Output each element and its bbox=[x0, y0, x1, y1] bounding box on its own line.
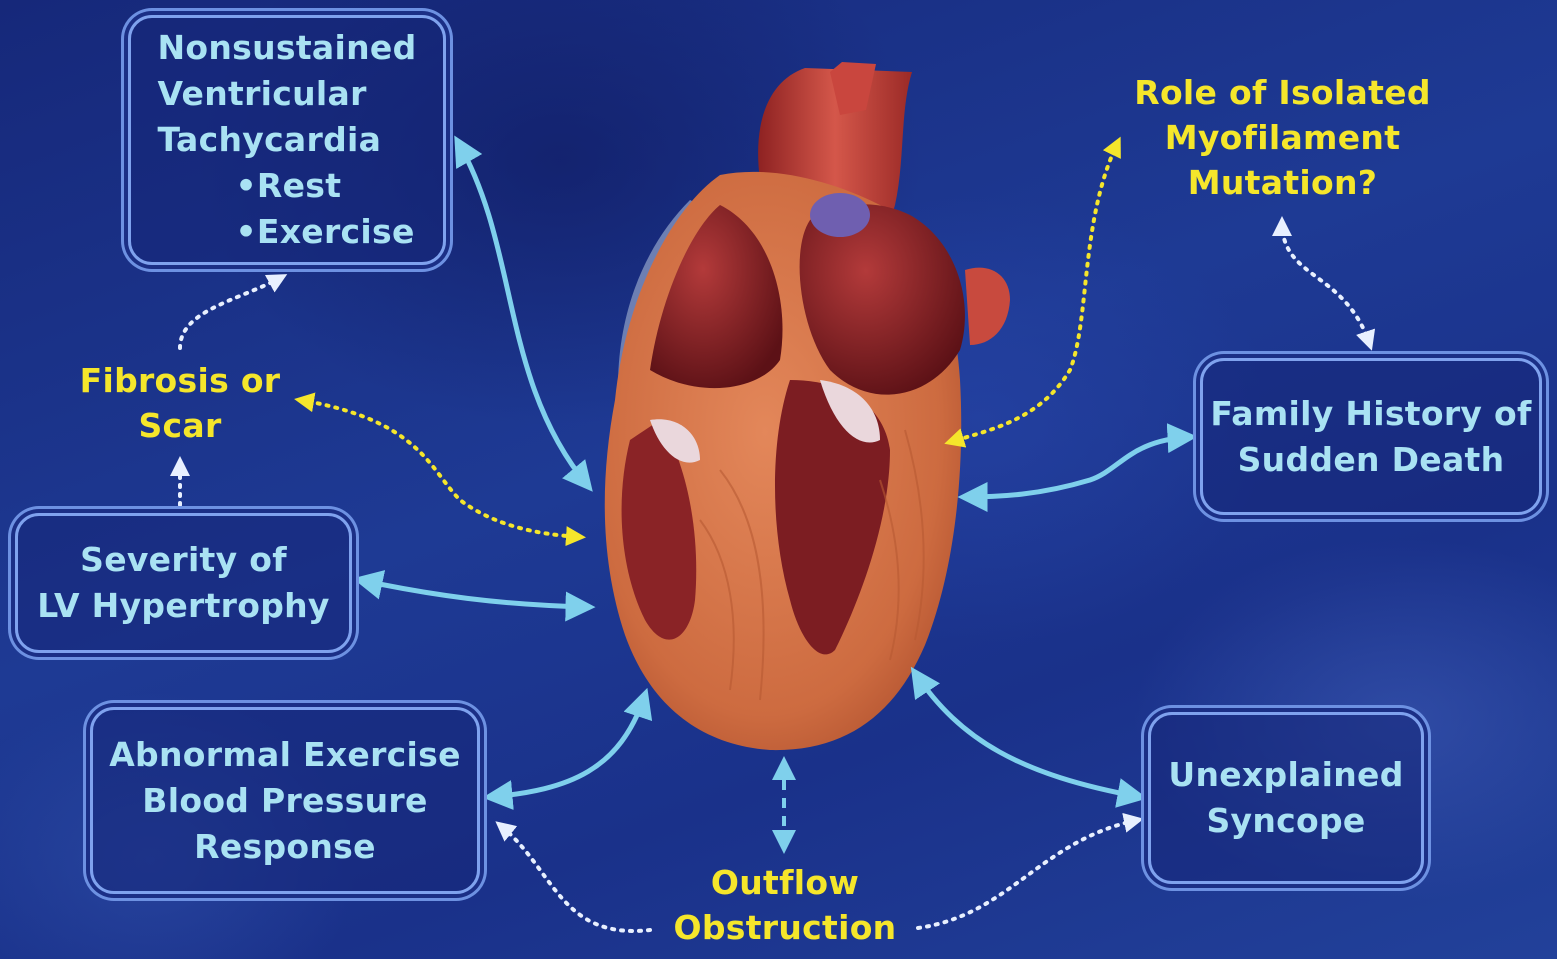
nsvt-title-line: Nonsustained bbox=[157, 25, 416, 71]
exercise-bp-line: Blood Pressure bbox=[109, 778, 461, 824]
myofilament-line: Myofilament bbox=[1110, 115, 1455, 160]
family-history-line: Family History of bbox=[1210, 391, 1531, 437]
lvh-line: Severity of bbox=[37, 537, 329, 583]
label-myofilament: Role of Isolated Myofilament Mutation? bbox=[1110, 70, 1455, 205]
family-history-line: Sudden Death bbox=[1210, 437, 1531, 483]
exercise-bp-text: Abnormal Exercise Blood Pressure Respons… bbox=[109, 732, 461, 870]
box-nsvt: Nonsustained Ventricular Tachycardia •Re… bbox=[128, 15, 446, 265]
nsvt-sub-item: •Exercise bbox=[157, 209, 416, 255]
arrow-outflow-syncope bbox=[918, 820, 1138, 928]
label-fibrosis: Fibrosis or Scar bbox=[50, 358, 310, 448]
nsvt-text: Nonsustained Ventricular Tachycardia •Re… bbox=[157, 25, 416, 255]
box-syncope: Unexplained Syncope bbox=[1148, 712, 1424, 884]
syncope-line: Unexplained bbox=[1168, 752, 1403, 798]
heart-illustration bbox=[605, 62, 1010, 750]
syncope-text: Unexplained Syncope bbox=[1168, 752, 1403, 844]
nsvt-title-line: Ventricular bbox=[157, 71, 416, 117]
outflow-line: Obstruction bbox=[640, 905, 930, 950]
nsvt-sub-item: •Rest bbox=[157, 163, 416, 209]
syncope-line: Syncope bbox=[1168, 798, 1403, 844]
box-exercise-bp: Abnormal Exercise Blood Pressure Respons… bbox=[90, 707, 480, 894]
pulmonary-vessel bbox=[965, 268, 1010, 345]
arrow-nsvt-heart bbox=[458, 142, 588, 486]
arrow-fibrosis-to-nsvt bbox=[180, 277, 282, 348]
lvh-line: LV Hypertrophy bbox=[37, 583, 329, 629]
myofilament-line: Role of Isolated bbox=[1110, 70, 1455, 115]
arrow-fibrosis-heart bbox=[300, 400, 580, 537]
arrow-myofilament-family bbox=[1282, 222, 1370, 345]
arrow-outflow-exercise-bp bbox=[500, 825, 650, 931]
exercise-bp-line: Response bbox=[109, 824, 461, 870]
box-lvh: Severity of LV Hypertrophy bbox=[15, 513, 352, 653]
label-outflow: Outflow Obstruction bbox=[640, 860, 930, 950]
fibrosis-line: Scar bbox=[50, 403, 310, 448]
exercise-bp-line: Abnormal Exercise bbox=[109, 732, 461, 778]
myofilament-line: Mutation? bbox=[1110, 160, 1455, 205]
arrow-family-history-heart bbox=[965, 437, 1190, 497]
valve-pocket bbox=[810, 193, 870, 237]
box-family-history: Family History of Sudden Death bbox=[1200, 358, 1542, 515]
lvh-text: Severity of LV Hypertrophy bbox=[37, 537, 329, 629]
arrow-syncope-heart bbox=[915, 673, 1140, 797]
fibrosis-line: Fibrosis or bbox=[50, 358, 310, 403]
family-history-text: Family History of Sudden Death bbox=[1210, 391, 1531, 483]
outflow-line: Outflow bbox=[640, 860, 930, 905]
arrow-exercise-bp-heart bbox=[490, 695, 645, 797]
nsvt-title-line: Tachycardia bbox=[157, 117, 416, 163]
arrow-lvh-heart bbox=[360, 580, 588, 607]
